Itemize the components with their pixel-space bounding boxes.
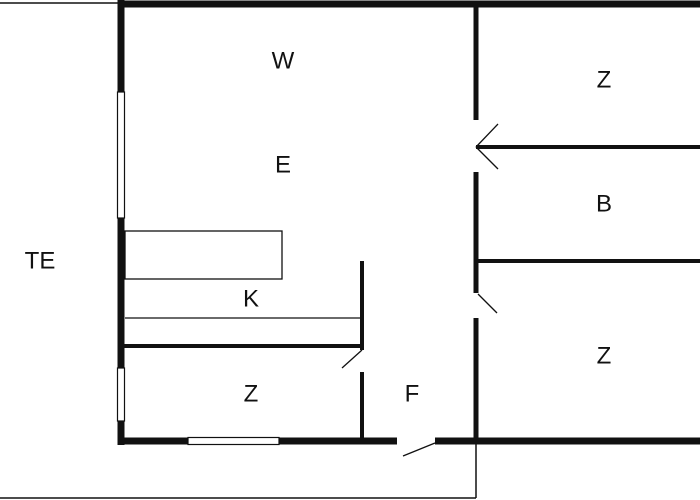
room-label-z-bottom-left: Z: [244, 380, 259, 407]
room-label-hall: F: [405, 380, 420, 407]
kitchen-counters: [124, 230, 360, 319]
window-bottom: [187, 436, 280, 446]
room-label-living: W: [272, 47, 295, 74]
windows: [116, 91, 280, 446]
room-label-z-bottom-right: Z: [597, 342, 612, 369]
room-label-terrace: TE: [25, 247, 56, 274]
room-label-z-top-right: Z: [597, 66, 612, 93]
terrace-outline: [0, 2, 477, 499]
interior-walls: [124, 4, 700, 441]
exterior-walls: [117, 0, 700, 445]
kitchen-counter-upper: [124, 230, 283, 280]
window-left-upper: [116, 91, 126, 219]
window-left-lower: [116, 367, 126, 422]
room-label-dining: E: [275, 151, 291, 178]
room-label-kitchen: K: [243, 285, 259, 312]
door-swing-kitchen: [341, 349, 363, 369]
door-swing-z-top-upper: [475, 123, 499, 148]
door-swing-z-bottom: [477, 293, 498, 314]
room-label-bathroom: B: [596, 190, 612, 217]
door-swing-entrance: [402, 442, 436, 457]
door-swing-z-top-lower: [475, 146, 499, 170]
door-swings: [341, 123, 499, 457]
